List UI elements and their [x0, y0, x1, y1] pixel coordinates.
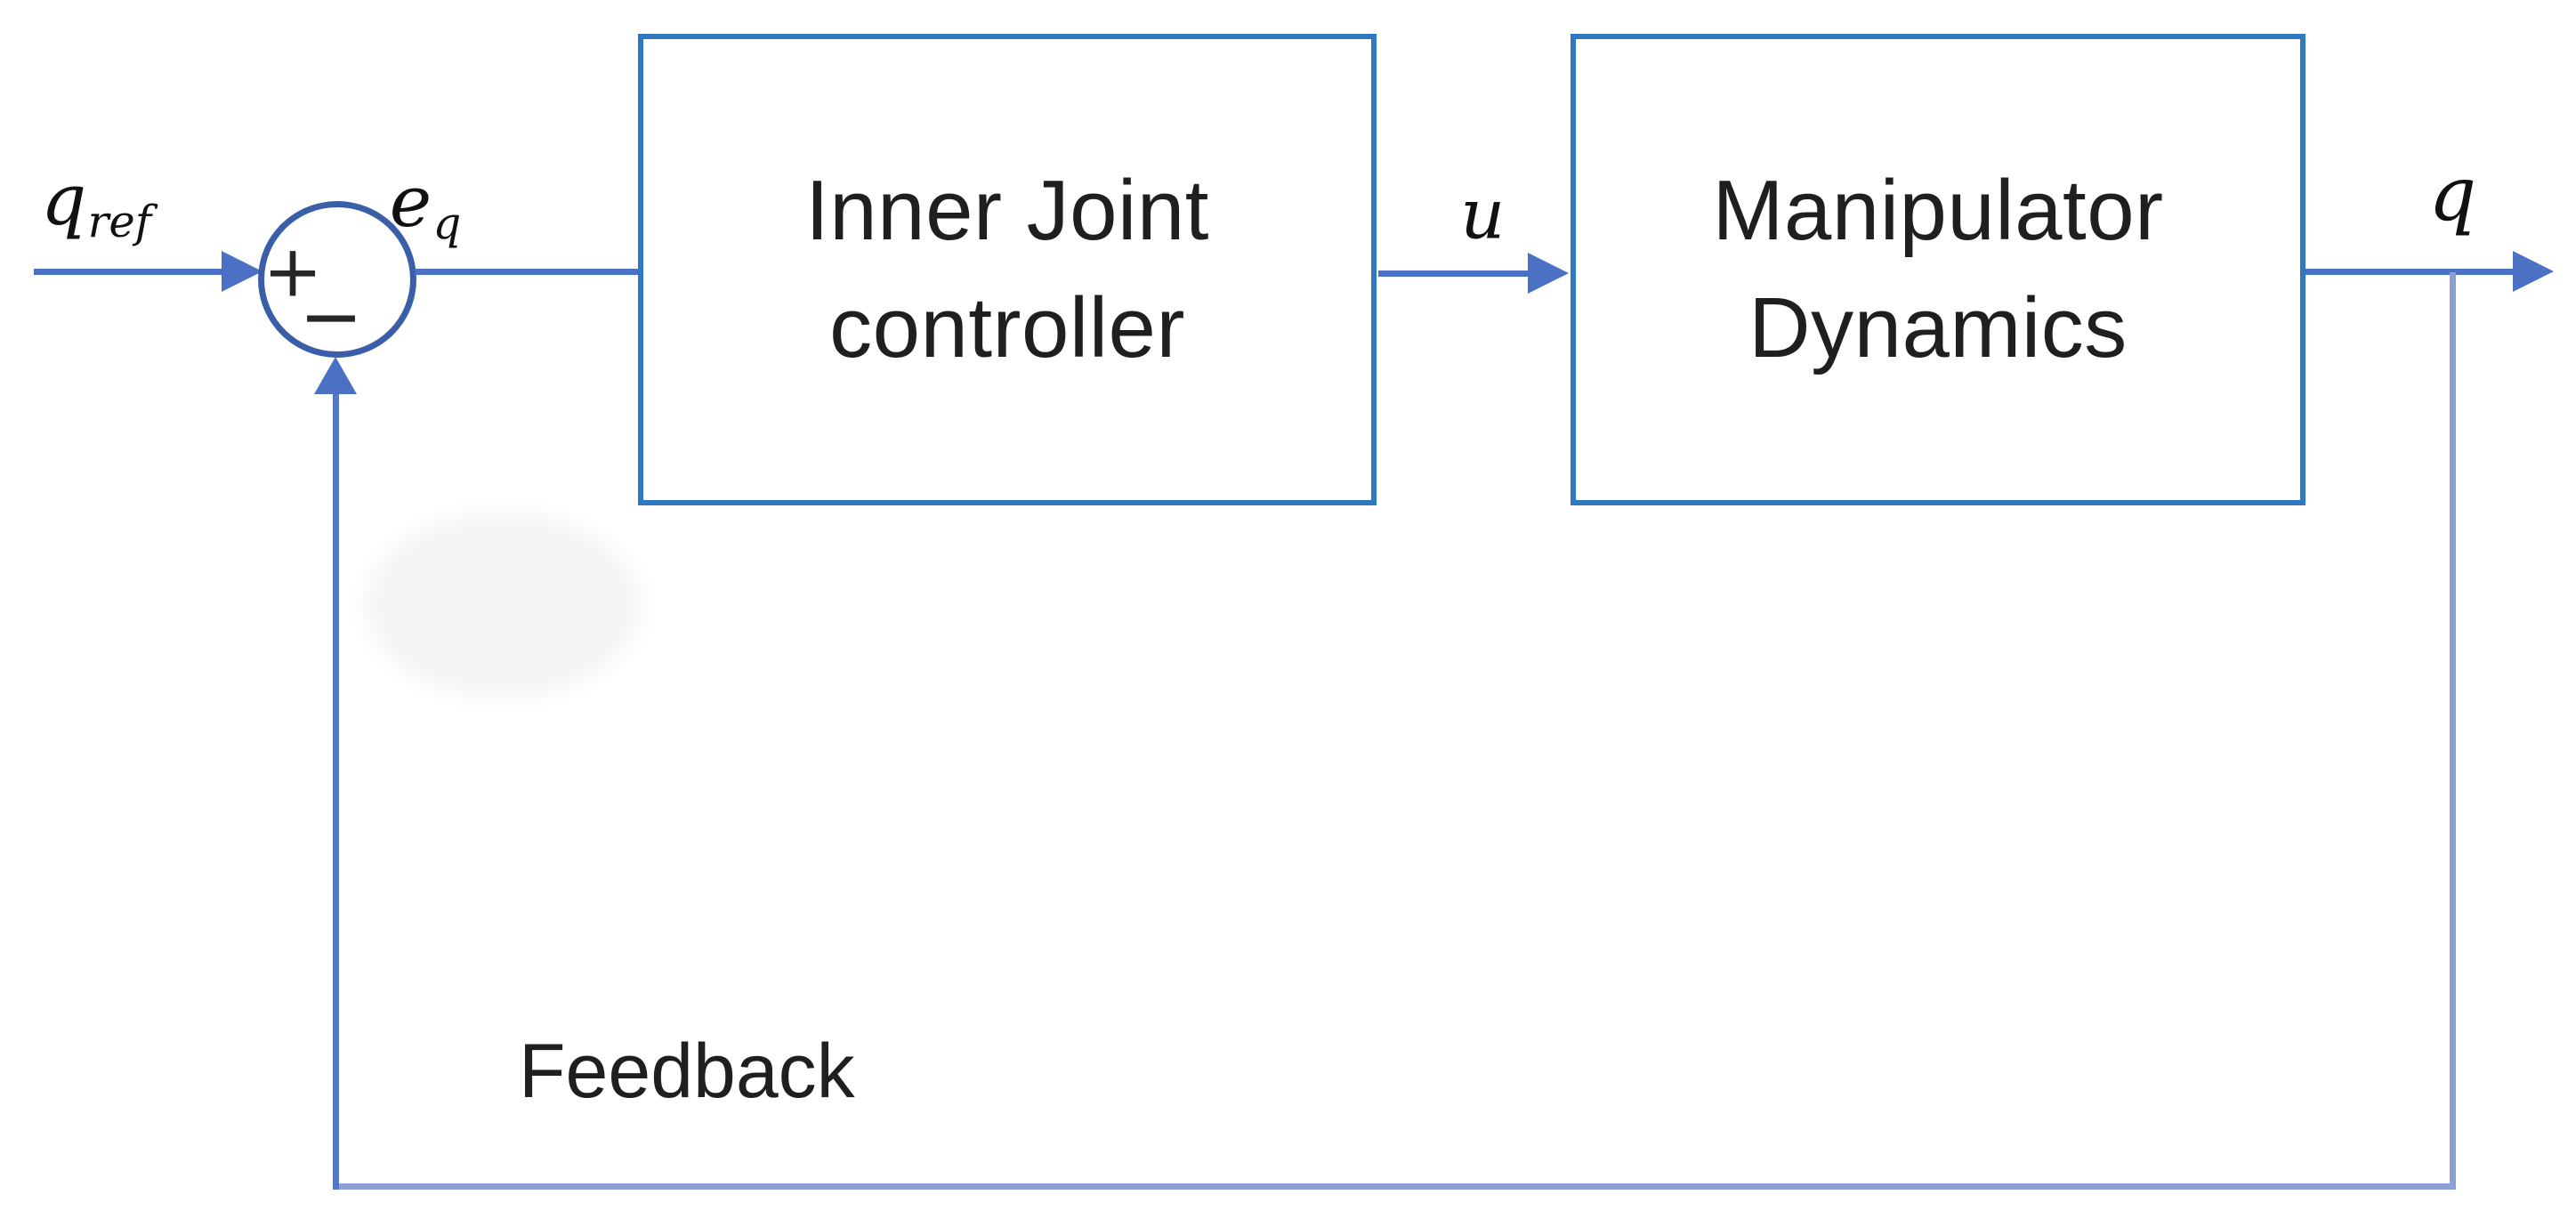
control-arrowhead-icon [1528, 253, 1569, 294]
error-label: eq [389, 160, 462, 249]
feedback-label: Feedback [519, 1029, 855, 1114]
plant-block-line2: Dynamics [1748, 280, 2128, 375]
feedback-drop-line [2450, 272, 2456, 1190]
output-signal-line [2305, 269, 2514, 275]
smudge-artifact [365, 512, 641, 698]
plant-block-line1: Manipulator [1712, 162, 2164, 258]
output-label: q [2428, 150, 2477, 238]
reference-arrowhead-icon [222, 251, 262, 292]
feedback-arrowhead-icon [314, 357, 357, 394]
controller-block-line1: Inner Joint [805, 162, 1209, 258]
plant-block: Manipulator Dynamics [1571, 34, 2305, 505]
controller-block-line2: controller [829, 280, 1185, 375]
reference-signal-line [34, 269, 222, 275]
reference-label: qref [40, 158, 152, 247]
feedback-riser-line [333, 394, 339, 1190]
plus-sign: + [262, 230, 323, 313]
minus-sign: − [298, 272, 364, 361]
feedback-bottom-line [333, 1183, 2456, 1190]
summing-junction [258, 201, 416, 358]
error-signal-line [415, 269, 638, 275]
control-label: u [1460, 174, 1506, 255]
controller-block: Inner Joint controller [638, 34, 1377, 505]
control-signal-line [1378, 270, 1529, 277]
output-arrowhead-icon [2513, 251, 2554, 292]
